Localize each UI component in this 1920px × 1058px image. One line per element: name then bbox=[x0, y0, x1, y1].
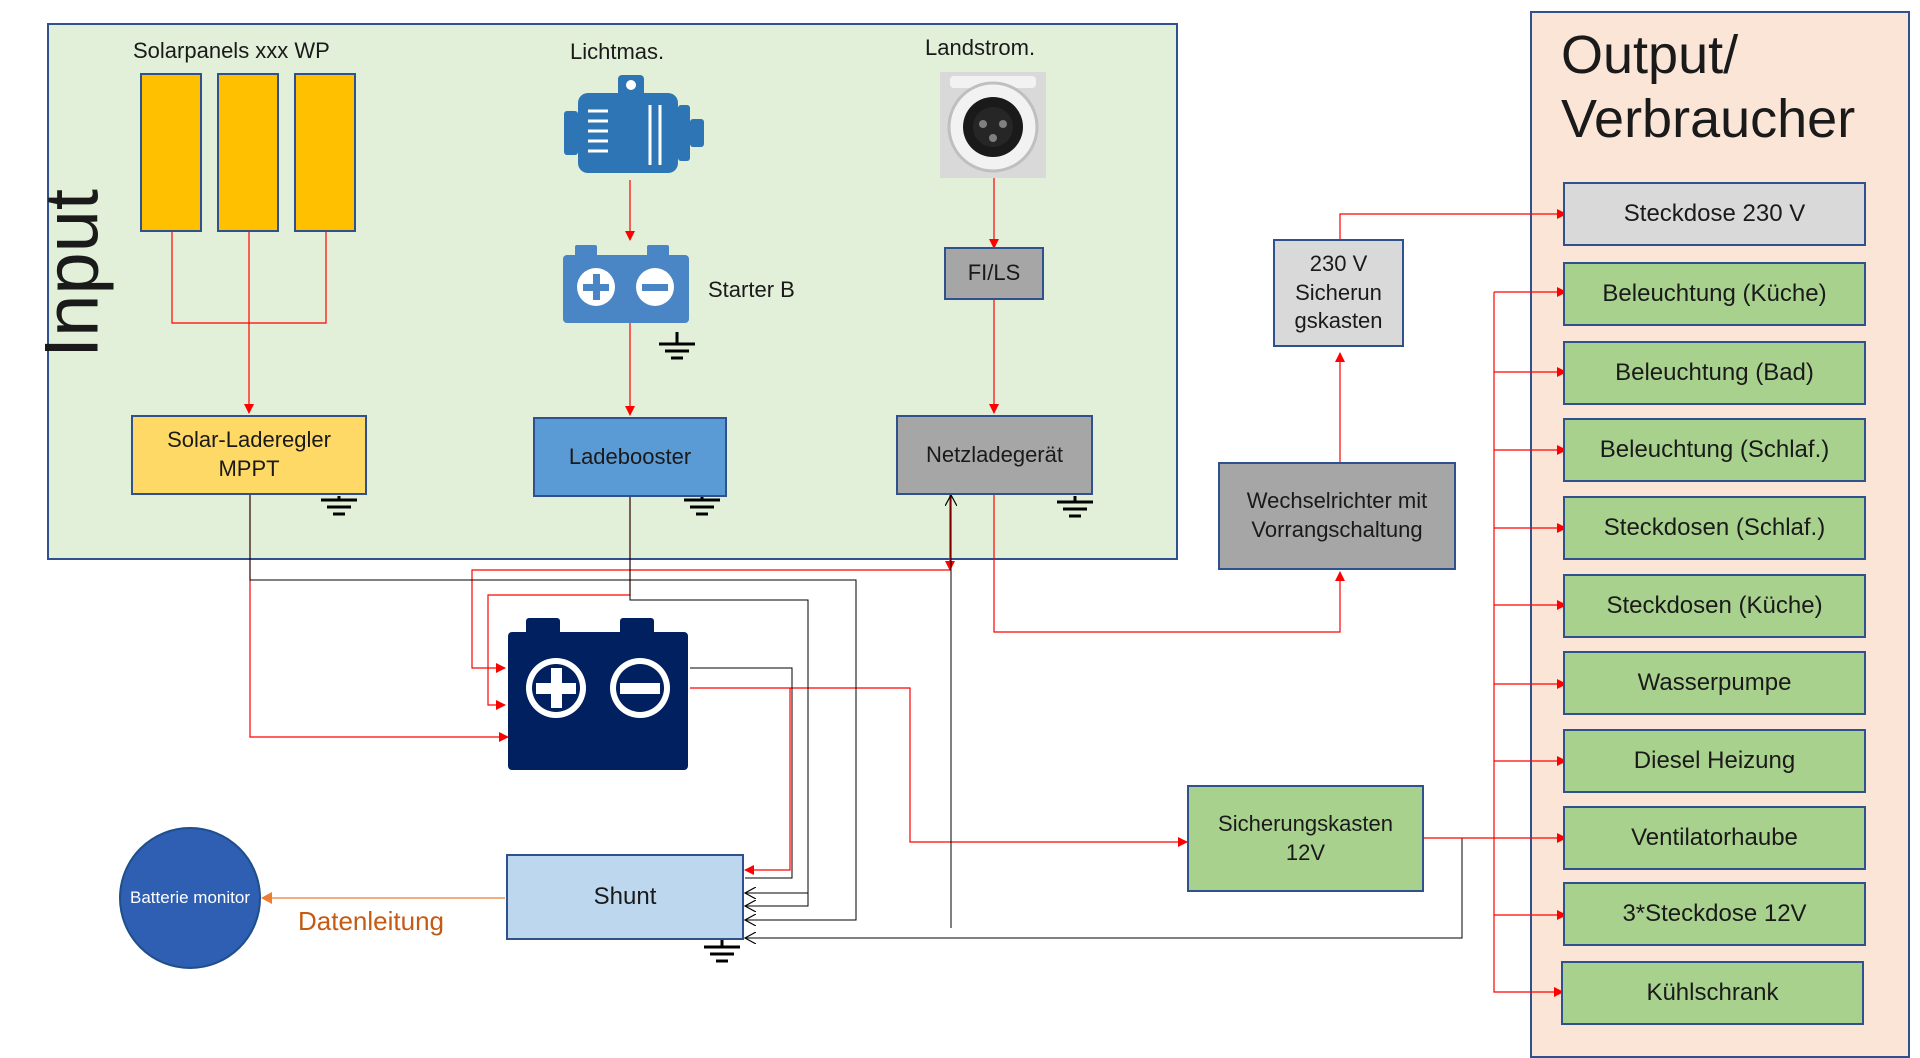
main-battery-icon bbox=[508, 618, 688, 770]
starter-battery-label: Starter B bbox=[708, 277, 795, 302]
shore-power-label: Landstrom. bbox=[925, 35, 1036, 60]
battery-monitor-label: Batterie monitor bbox=[130, 888, 250, 908]
shunt-box: Shunt bbox=[506, 854, 744, 940]
output-item-range-hood: Ventilatorhaube bbox=[1563, 806, 1866, 870]
mppt-box: Solar-Laderegler MPPT bbox=[131, 415, 367, 495]
battery-monitor-circle bbox=[119, 827, 261, 969]
output-title: Output/ Verbraucher bbox=[1561, 25, 1856, 149]
output-item-diesel-heater: Diesel Heizung bbox=[1563, 729, 1866, 793]
starter-battery-icon bbox=[563, 245, 689, 323]
output-item-sockets-bedroom: Steckdosen (Schlaf.) bbox=[1563, 496, 1866, 560]
fuse-box-12v: Sicherungskasten 12V bbox=[1187, 785, 1424, 892]
alternator-label: Lichtmas. bbox=[570, 39, 665, 64]
output-item-light-bedroom: Beleuchtung (Schlaf.) bbox=[1563, 418, 1866, 482]
solar-panel-1 bbox=[140, 73, 202, 232]
inverter-box: Wechselrichter mit Vorrangschaltung bbox=[1218, 462, 1456, 570]
output-item-light-bath: Beleuchtung (Bad) bbox=[1563, 341, 1866, 405]
output-item-water-pump: Wasserpumpe bbox=[1563, 651, 1866, 715]
solar-panel-2 bbox=[217, 73, 279, 232]
ground-symbols bbox=[321, 332, 1093, 963]
data-line-label: Datenleitung bbox=[298, 906, 444, 936]
output-item-light-kitchen: Beleuchtung (Küche) bbox=[1563, 262, 1866, 326]
output-item-fridge: Kühlschrank bbox=[1561, 961, 1864, 1025]
output-item-socket-230v: Steckdose 230 V bbox=[1563, 182, 1866, 246]
booster-box: Ladebooster bbox=[533, 417, 727, 497]
input-title: Input bbox=[29, 188, 115, 359]
output-item-sockets-kitchen: Steckdosen (Küche) bbox=[1563, 574, 1866, 638]
charger-box: Netzladegerät bbox=[896, 415, 1093, 495]
alternator-icon bbox=[564, 75, 704, 173]
fuse-box-230v: 230 V Sicherun gskasten bbox=[1273, 239, 1404, 347]
fi-ls-box: FI/LS bbox=[944, 247, 1044, 300]
solar-label: Solarpanels xxx WP bbox=[133, 38, 330, 63]
shore-power-socket-icon bbox=[940, 72, 1046, 178]
solar-panel-3 bbox=[294, 73, 356, 232]
output-item-sockets-12v: 3*Steckdose 12V bbox=[1563, 882, 1866, 946]
